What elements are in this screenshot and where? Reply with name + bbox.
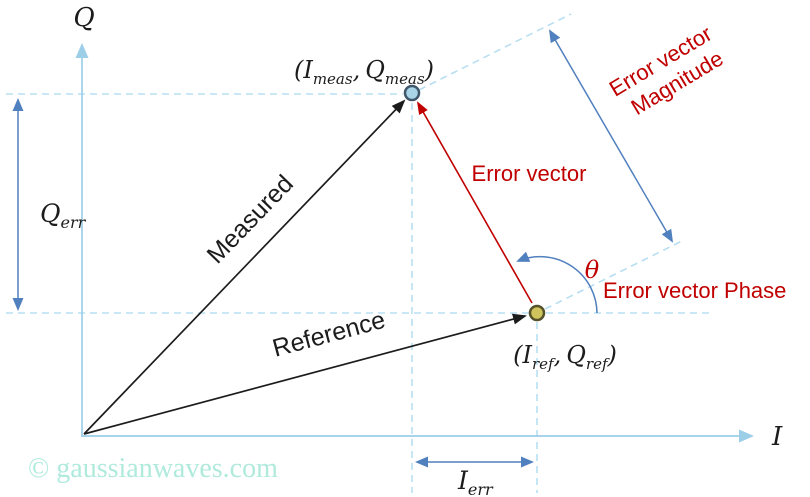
- reference-vector: [83, 313, 527, 435]
- watermark: © gaussianwaves.com: [28, 453, 278, 484]
- theta-arc: [516, 251, 598, 314]
- reference-extension-dashed-line: [544, 239, 685, 310]
- q-axis-label: Q: [73, 3, 94, 33]
- error-vector: [417, 101, 533, 304]
- reference-point: [528, 304, 546, 322]
- error-vector-label: Error vector: [472, 161, 587, 186]
- error-vector-phase-label: Error vector Phase: [603, 278, 786, 303]
- theta-label: θ: [585, 256, 600, 284]
- i-axis-label: I: [771, 422, 783, 452]
- measured-vector: [83, 99, 406, 435]
- measured-point: [403, 84, 421, 102]
- ierr-label: Ierr: [457, 466, 494, 497]
- measured-extension-dashed-line: [418, 13, 572, 91]
- measured-point-label: (Imeas,Qmeas): [294, 56, 434, 88]
- qerr-label: Qerr: [40, 199, 87, 232]
- reference-vector-label: Reference: [270, 306, 389, 363]
- evm-dimension-arrow: [548, 29, 674, 243]
- error-vector-magnitude-label: Error vector Magnitude: [605, 18, 736, 125]
- measured-vector-label: Measured: [202, 170, 299, 269]
- reference-point-label: (Iref,Qref): [513, 341, 617, 373]
